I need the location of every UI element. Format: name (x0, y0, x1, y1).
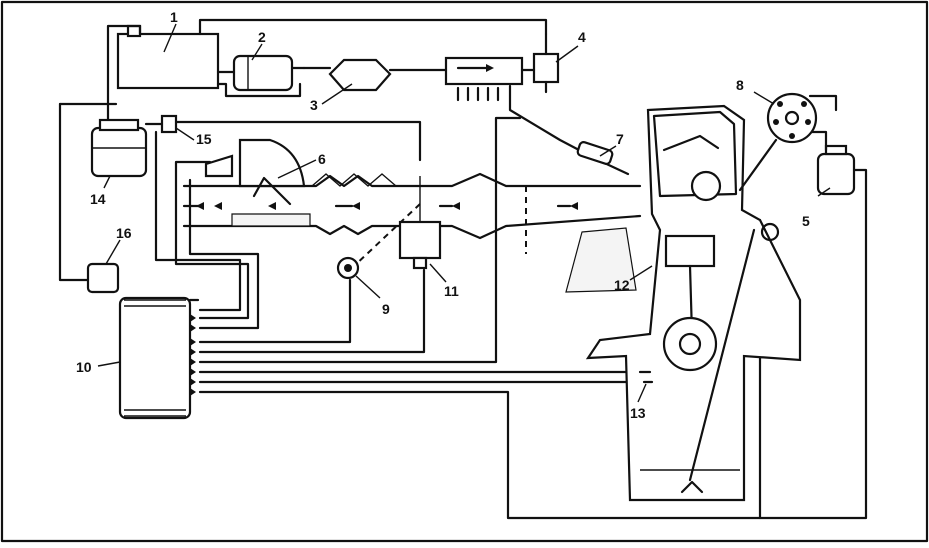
callout-6: 6 (318, 151, 326, 167)
ecu-module (118, 296, 200, 420)
relay-box (86, 262, 120, 294)
callout-5: 5 (802, 213, 810, 229)
callout-1: 1 (170, 9, 178, 25)
wire-left (58, 102, 90, 282)
fuel-line (106, 24, 142, 122)
callout-9: 9 (382, 301, 390, 317)
airflow-meter (231, 138, 311, 227)
callout-7: 7 (616, 131, 624, 147)
callout-3: 3 (310, 97, 318, 113)
throttle-linkage (351, 203, 421, 269)
bellows (311, 173, 397, 187)
callout-16: 16 (116, 225, 132, 241)
injector (576, 141, 614, 165)
fuel-return-line (198, 18, 548, 36)
ecu-wires (174, 116, 762, 520)
distributor (766, 92, 818, 144)
callout-14: 14 (90, 191, 106, 207)
callout-labels: 1 2 3 4 5 6 7 8 9 10 11 12 13 14 15 16 (76, 9, 810, 421)
ignition-coil (816, 144, 856, 196)
callout-12: 12 (614, 277, 630, 293)
callout-4: 4 (578, 29, 586, 45)
fuel-tank (116, 24, 220, 90)
callout-10: 10 (76, 359, 92, 375)
dipstick-line (688, 228, 756, 482)
air-intake (182, 154, 642, 240)
engine-block (565, 104, 802, 502)
purge-valve (160, 114, 178, 134)
fuel-pressure-regulator (532, 32, 560, 94)
callout-13: 13 (630, 405, 646, 421)
idle-air-valve (398, 220, 442, 270)
callout-2: 2 (258, 29, 266, 45)
fuel-filter (328, 58, 392, 92)
throttle-position-sensor (336, 256, 360, 280)
fuel-pump (232, 54, 306, 92)
callout-8: 8 (736, 77, 744, 93)
callout-15: 15 (196, 131, 212, 147)
leader-lines (97, 23, 831, 403)
callout-11: 11 (444, 283, 459, 299)
charcoal-canister (90, 118, 148, 178)
